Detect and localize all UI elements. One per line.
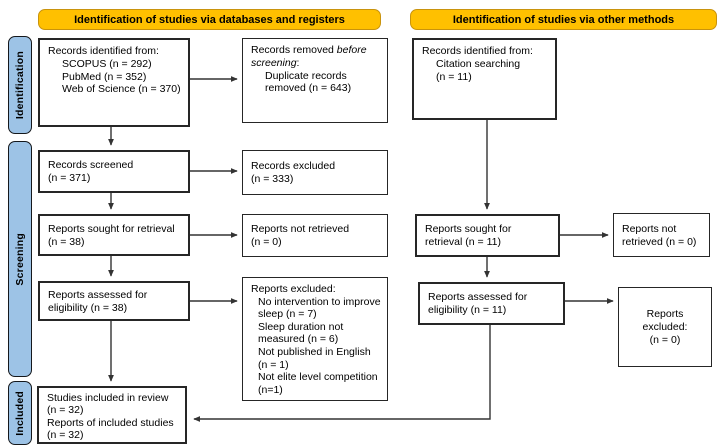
box-line: PubMed (n = 352) [62, 70, 147, 83]
box-studies-included: Studies included in review (n = 32) Repo… [37, 386, 187, 444]
phase-screening-label: Screening [14, 232, 26, 286]
exclusion-reason: Not published in English (n = 1) [258, 345, 371, 371]
box-line: eligibility (n = 11) [428, 304, 507, 316]
box-line: Web of Science (n = 370) [62, 83, 181, 96]
box-line: (n = 0) [251, 236, 282, 248]
box-line: Reports of included studies [47, 416, 174, 429]
box-reports-assessed: Reports assessed for eligibility (n = 38… [38, 281, 190, 321]
box-line: Reports sought for [425, 223, 512, 236]
header-other-methods: Identification of studies via other meth… [410, 9, 717, 30]
box-line: (n = 333) [251, 173, 294, 185]
box-reports-not-retrieved: Reports not retrieved (n = 0) [242, 214, 388, 257]
box-line: eligibility (n = 38) [48, 301, 128, 314]
box-title: Records identified from: [48, 45, 159, 57]
phase-screening: Screening [8, 141, 32, 377]
box-records-identified-other: Records identified from: Citation search… [412, 38, 557, 120]
box-line: Records screened [48, 159, 134, 172]
header-databases-label: Identification of studies via databases … [74, 13, 345, 26]
box-line: (n = 11) [436, 70, 472, 83]
box-line: (n = 32) [47, 428, 84, 441]
box-line: Studies included in review [47, 392, 169, 404]
box-line: Citation searching [436, 57, 521, 70]
box-line: retrieved (n = 0) [622, 235, 697, 248]
box-line: Reports sought for retrieval [48, 222, 175, 235]
box-line: Reports assessed for [428, 291, 528, 304]
box-line: removed (n = 643) [265, 82, 352, 95]
box-records-identified-databases: Records identified from: SCOPUS (n = 292… [38, 38, 190, 127]
box-reports-sought-other: Reports sought for retrieval (n = 11) [415, 214, 560, 257]
box-records-removed: Records removed before screening: Duplic… [242, 38, 388, 123]
exclusion-reason: No intervention to improve sleep (n = 7) [258, 295, 381, 321]
box-title-cont: screening: [251, 56, 300, 69]
box-title: Reports excluded: [251, 283, 336, 295]
box-line: Reports not retrieved [251, 223, 350, 236]
phase-included: Included [8, 381, 32, 445]
box-line: Reports assessed for [48, 288, 148, 301]
header-other-methods-label: Identification of studies via other meth… [452, 13, 675, 26]
box-records-screened: Records screened (n = 371) [38, 150, 190, 193]
box-records-excluded: Records excluded (n = 333) [242, 150, 388, 195]
exclusion-reason: Not elite level competition (n=1) [258, 371, 378, 396]
box-reports-excluded-reasons: Reports excluded: No intervention to imp… [242, 277, 388, 401]
phase-included-label: Included [14, 390, 26, 436]
box-reports-assessed-other: Reports assessed for eligibility (n = 11… [418, 282, 565, 325]
box-line: retrieval (n = 11) [425, 236, 501, 248]
box-reports-sought: Reports sought for retrieval (n = 38) [38, 214, 190, 256]
box-line: (n = 371) [48, 172, 91, 184]
box-line: Reports not [622, 222, 677, 235]
box-reports-excluded-other: Reports excluded: (n = 0) [618, 287, 712, 367]
box-line: (n = 32) [47, 404, 84, 417]
box-line: (n = 0) [649, 333, 681, 346]
header-databases-registers: Identification of studies via databases … [38, 9, 381, 30]
box-title: Records removed before [251, 44, 367, 56]
box-title: Records identified from: [422, 45, 533, 57]
phase-identification-label: Identification [14, 50, 26, 120]
exclusion-reason: Sleep duration not measured (n = 6) [258, 320, 344, 346]
box-line: Duplicate records [265, 69, 347, 82]
box-line: Reports excluded: [642, 308, 688, 334]
box-line: Records excluded [251, 160, 336, 173]
phase-identification: Identification [8, 36, 32, 134]
box-line: (n = 38) [48, 235, 85, 248]
box-reports-not-retrieved-other: Reports not retrieved (n = 0) [613, 213, 710, 257]
box-line: SCOPUS (n = 292) [62, 57, 152, 70]
